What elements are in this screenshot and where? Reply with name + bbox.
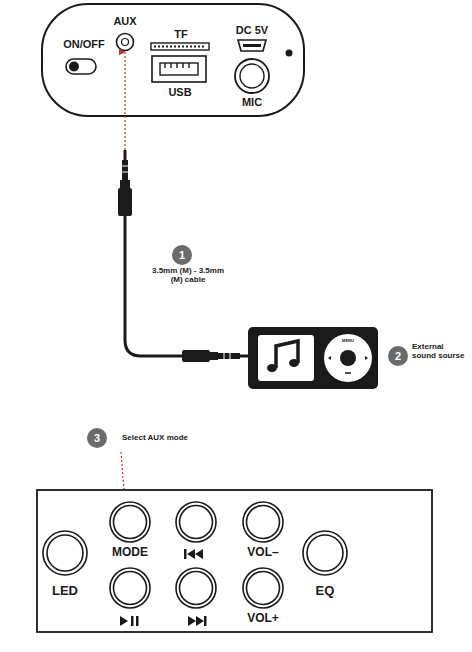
button-label: VOL+ (247, 612, 279, 625)
callout-badge (388, 346, 408, 366)
power-switch (66, 59, 96, 74)
dc-port (238, 40, 266, 51)
usb-port (152, 56, 206, 82)
indicator-led (286, 50, 293, 57)
callout-number: 3 (94, 432, 100, 444)
cable (125, 216, 182, 356)
back-panel (42, 4, 304, 116)
button-label: LED (52, 584, 78, 598)
button-label: EQ (316, 584, 335, 598)
callout-number: 1 (179, 249, 185, 261)
button-label: MODE (112, 546, 148, 559)
step-label: Select AUX mode (122, 434, 188, 443)
buttons (43, 502, 347, 608)
device-label: External sound sourse (412, 343, 468, 361)
button-label: VOL– (247, 546, 278, 559)
callout-number: 2 (395, 350, 401, 362)
plug (182, 350, 248, 362)
plug (118, 150, 132, 216)
aux-jack (117, 34, 134, 51)
player-button-label: MENU (342, 339, 354, 343)
port-label: USB (168, 86, 191, 98)
mic-jack (235, 59, 269, 93)
port-label: DC 5V (236, 24, 268, 36)
tf-slot (151, 43, 209, 50)
port-label: AUX (113, 15, 136, 27)
control-panel (37, 490, 432, 632)
callout-badge (172, 245, 192, 265)
cable-label: 3.5mm (M) - 3.5mm (M) cable (149, 267, 227, 285)
insert-arrow (124, 52, 125, 150)
port-label: MIC (242, 96, 262, 108)
port-label: TF (174, 28, 187, 40)
callout-badge (87, 428, 107, 448)
port-label: ON/OFF (63, 38, 105, 50)
music-player (248, 327, 378, 389)
button-icons (120, 549, 207, 626)
